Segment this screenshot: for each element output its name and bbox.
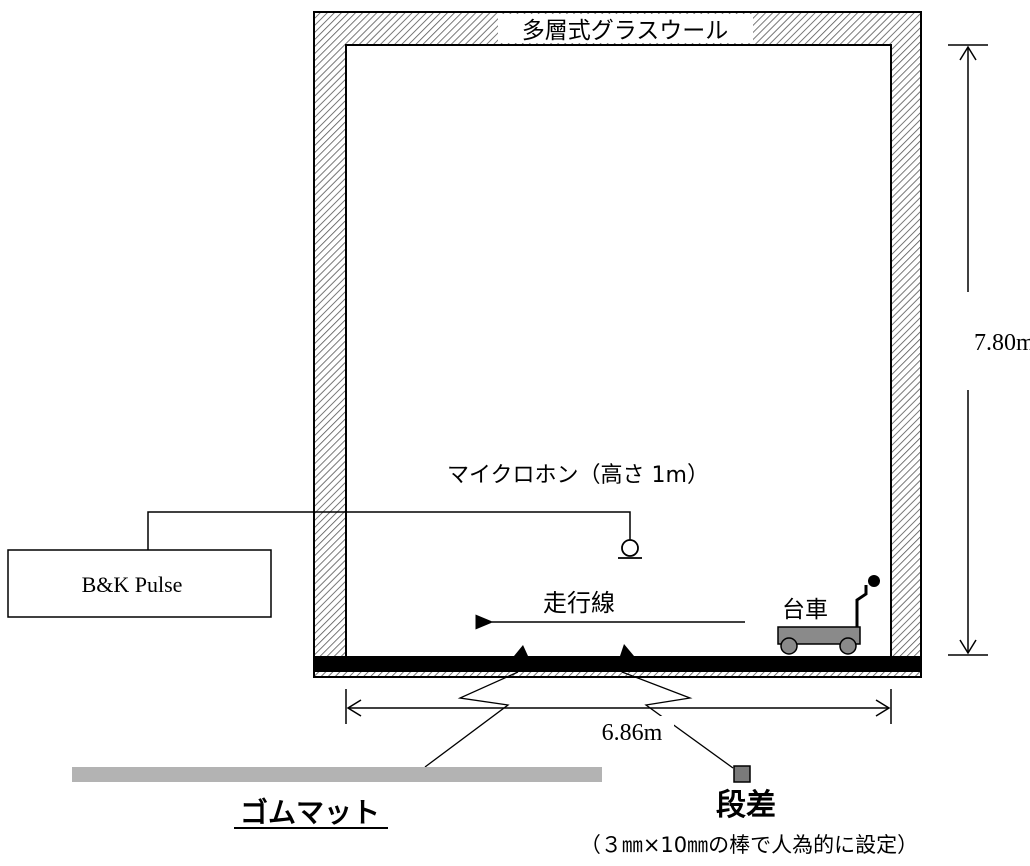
height-dimension-bottom-arrow (959, 639, 977, 655)
cart: 台車 (777, 575, 880, 655)
microphone-cable (147, 511, 631, 550)
analyzer-box: B&K Pulse (7, 549, 272, 618)
cart-wheel-right (839, 637, 857, 655)
width-dimension-label: 6.86m (602, 720, 663, 746)
step-note: （３㎜×10㎜の棒で人為的に設定） (580, 833, 918, 857)
width-dimension-right-arrow (875, 699, 891, 717)
floor (314, 656, 921, 672)
microphone-icon (621, 539, 639, 557)
cart-handle-knob (868, 575, 880, 587)
wall-label-background (498, 14, 753, 43)
width-dimension-left-arrow (346, 699, 362, 717)
rubber-mat-strip (72, 767, 602, 782)
microphone-label: マイクロホン（高さ 1m） (447, 463, 709, 488)
travel-line: 走行線 (475, 589, 745, 630)
callout-left (424, 671, 519, 768)
microphone-setup: マイクロホン（高さ 1m） (147, 463, 709, 559)
height-dimension-top-arrow (959, 45, 977, 61)
rubber-mat: ゴムマット (72, 767, 602, 829)
wall-label: 多層式グラスウール (522, 18, 729, 44)
step-markers (514, 644, 634, 656)
callout-lines (424, 671, 734, 769)
width-dimension-label-background (590, 716, 674, 744)
rubber-mat-label: ゴムマット (240, 796, 380, 829)
step-marker-right (620, 644, 634, 656)
room-interior (345, 44, 892, 658)
step-marker-left (514, 645, 528, 656)
analyzer-frame (7, 549, 272, 618)
travel-line-label: 走行線 (543, 589, 615, 617)
cart-body (777, 626, 861, 645)
height-dimension: 7.80m (948, 44, 1030, 656)
cart-label: 台車 (782, 597, 828, 623)
step-bar: 段差 （３㎜×10㎜の棒で人為的に設定） (580, 765, 918, 857)
cart-handle (855, 585, 868, 627)
callout-right (621, 671, 734, 769)
step-bar-icon (733, 765, 751, 783)
room-walls: 多層式グラスウール (313, 11, 922, 678)
height-dimension-label: 7.80m (974, 330, 1030, 356)
analyzer-label: B&K Pulse (82, 572, 183, 597)
step-label: 段差 (716, 788, 776, 823)
width-dimension: 6.86m (345, 689, 892, 746)
cart-wheel-left (780, 637, 798, 655)
